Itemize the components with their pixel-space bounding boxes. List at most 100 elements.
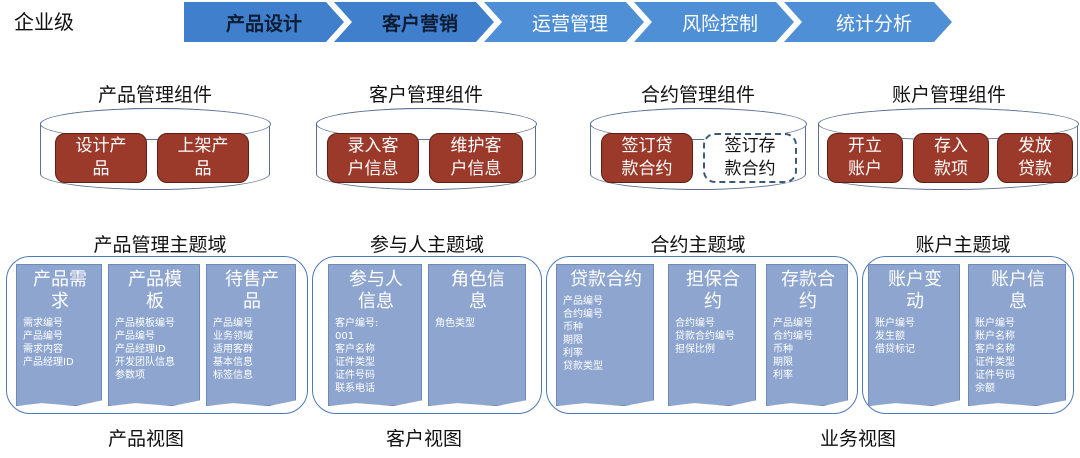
field: 贷款合约编号	[675, 331, 735, 342]
field: 001	[335, 331, 355, 342]
field: 需求内容	[23, 344, 63, 355]
field: 产品编号	[773, 318, 813, 329]
card-title: 账户信 息	[991, 269, 1045, 312]
field: 证件号码	[975, 370, 1015, 381]
field: 担保比例	[675, 344, 715, 355]
view-label-business: 业务视图	[820, 428, 897, 450]
field: 期限	[773, 357, 793, 368]
field: 参数项	[115, 370, 145, 381]
enter-customer-info-button[interactable]: 录入客 户信息	[327, 133, 419, 183]
component-title-account: 账户管理组件	[891, 84, 1006, 106]
field: 合约编号	[675, 318, 715, 329]
field: 基本信息	[213, 357, 253, 368]
field: 发生额	[875, 331, 905, 342]
domain-title-product: 产品管理主题域	[93, 234, 227, 256]
field: 账户名称	[975, 331, 1015, 342]
card-fields: 合约编号 贷款合约编号 担保比例	[675, 317, 751, 356]
issue-loan-button[interactable]: 发放 贷款	[997, 133, 1073, 183]
process-step-statistics[interactable]: 统计分析	[784, 2, 952, 42]
field: 账户编号	[875, 318, 915, 329]
card-title: 存款合 约	[781, 269, 835, 312]
card-fields: 产品模板编号 产品编号 产品经理ID 开发团队信息 参数项	[115, 317, 195, 382]
field: 产品经理ID	[23, 357, 74, 368]
card-title: 产品需 求	[33, 269, 87, 312]
field: 产品编号	[213, 318, 253, 329]
field: 贷款类型	[563, 361, 603, 372]
design-product-button[interactable]: 设计产 品	[55, 133, 147, 183]
field: 利率	[563, 348, 583, 359]
view-label-customer: 客户视图	[386, 428, 463, 450]
field: 币种	[773, 344, 793, 355]
card-fields: 客户编号: 001 客户名称 证件类型 证件号码 联系电话	[335, 317, 417, 395]
domain-title-account: 账户主题域	[915, 234, 1011, 256]
field: 角色类型	[435, 318, 475, 329]
card-fields: 角色类型	[435, 317, 521, 330]
card-title: 待售产 品	[225, 269, 279, 312]
field: 联系电话	[335, 383, 375, 394]
account-component-cylinder: 开立 账户 存入 款项 发放 贷款	[817, 107, 1079, 190]
field: 客户名称	[975, 344, 1015, 355]
card-fields: 产品编号 合约编号 币种 期限 利率	[773, 317, 843, 382]
field: 客户编号:	[335, 318, 379, 329]
card-title: 参与人 信息	[349, 269, 403, 312]
card-account-change[interactable]: 账户变 动 账户编号 发生额 借贷标记	[868, 264, 960, 406]
domain-title-contract: 合约主题域	[650, 234, 746, 256]
card-product-for-sale[interactable]: 待售产 品 产品编号 业务领域 适用客群 基本信息 标签信息	[206, 264, 296, 406]
field: 需求编号	[23, 318, 63, 329]
component-title-product: 产品管理组件	[97, 84, 212, 106]
field: 产品编号	[115, 331, 155, 342]
field: 适用客群	[213, 344, 253, 355]
card-fields: 产品编号 业务领域 适用客群 基本信息 标签信息	[213, 317, 291, 382]
card-title: 账户变 动	[888, 269, 942, 312]
field: 标签信息	[213, 370, 253, 381]
field: 证件类型	[335, 357, 375, 368]
customer-component-cylinder: 录入客 户信息 维护客 户信息	[315, 107, 537, 190]
card-title: 贷款合约	[570, 269, 642, 290]
field: 币种	[563, 322, 583, 333]
card-fields: 需求编号 产品编号 需求内容 产品经理ID	[23, 317, 97, 369]
field: 余额	[975, 383, 995, 394]
card-fields: 账户编号 账户名称 客户名称 证件类型 证件号码 余额	[975, 317, 1061, 395]
level-label: 企业级	[14, 10, 74, 34]
field: 证件类型	[975, 357, 1015, 368]
field: 利率	[773, 370, 793, 381]
sign-loan-contract-button[interactable]: 签订贷 款合约	[601, 133, 693, 183]
launch-product-button[interactable]: 上架产 品	[157, 133, 249, 183]
view-label-product: 产品视图	[108, 428, 185, 450]
field: 合约编号	[563, 309, 603, 320]
card-product-template[interactable]: 产品模 板 产品模板编号 产品编号 产品经理ID 开发团队信息 参数项	[108, 264, 200, 406]
field: 产品编号	[23, 331, 63, 342]
deposit-funds-button[interactable]: 存入 款项	[913, 133, 989, 183]
process-step-operations[interactable]: 运营管理	[484, 2, 644, 42]
card-product-requirement[interactable]: 产品需 求 需求编号 产品编号 需求内容 产品经理ID	[16, 264, 102, 406]
field: 产品模板编号	[115, 318, 175, 329]
card-account-info[interactable]: 账户信 息 账户编号 账户名称 客户名称 证件类型 证件号码 余额	[968, 264, 1066, 406]
card-guarantee-contract[interactable]: 担保合 约 合约编号 贷款合约编号 担保比例	[668, 264, 756, 406]
card-title: 产品模 板	[128, 269, 182, 312]
component-title-customer: 客户管理组件	[368, 84, 483, 106]
open-account-button[interactable]: 开立 账户	[827, 133, 903, 183]
card-role-info[interactable]: 角色信 息 角色类型	[428, 264, 526, 406]
domain-title-party: 参与人主题域	[369, 234, 484, 256]
contract-component-cylinder: 签订贷 款合约 签订存 款合约	[589, 107, 807, 190]
card-fields: 产品编号 合约编号 币种 期限 利率 贷款类型	[563, 295, 649, 373]
component-title-contract: 合约管理组件	[640, 84, 755, 106]
card-deposit-contract[interactable]: 存款合 约 产品编号 合约编号 币种 期限 利率	[766, 264, 848, 406]
field: 合约编号	[773, 331, 813, 342]
maintain-customer-info-button[interactable]: 维护客 户信息	[429, 133, 523, 183]
field: 业务领域	[213, 331, 253, 342]
card-loan-contract[interactable]: 贷款合约 产品编号 合约编号 币种 期限 利率 贷款类型	[556, 264, 654, 406]
card-fields: 账户编号 发生额 借贷标记	[875, 317, 955, 356]
card-party-info[interactable]: 参与人 信息 客户编号: 001 客户名称 证件类型 证件号码 联系电话	[328, 264, 422, 406]
card-title: 角色信 息	[451, 269, 505, 312]
sign-deposit-contract-button[interactable]: 签订存 款合约	[703, 133, 797, 183]
field: 产品编号	[563, 296, 603, 307]
field: 借贷标记	[875, 344, 915, 355]
field: 期限	[563, 335, 583, 346]
field: 证件号码	[335, 370, 375, 381]
process-step-customer-marketing[interactable]: 客户营销	[334, 2, 494, 42]
process-step-risk-control[interactable]: 风险控制	[634, 2, 794, 42]
field: 开发团队信息	[115, 357, 175, 368]
process-step-product-design[interactable]: 产品设计	[184, 2, 344, 42]
field: 产品经理ID	[115, 344, 166, 355]
